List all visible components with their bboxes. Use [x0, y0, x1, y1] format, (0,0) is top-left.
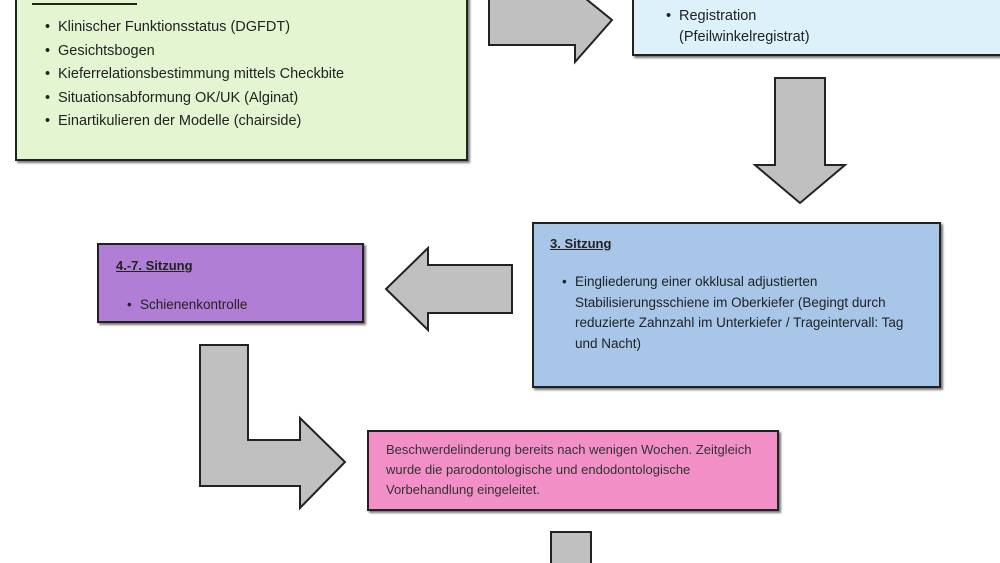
box-session-3: 3. Sitzung Eingliederung einer okklusal …	[532, 222, 941, 388]
arrow-l-shaped	[199, 344, 347, 511]
arrow-down-bottom	[550, 531, 592, 563]
box-session-2: Registration (Pfeilwinkelregistrat)	[632, 0, 1000, 56]
session-1-heading-fragment	[32, 0, 137, 5]
list-item: Schienenkontrolle	[127, 297, 247, 312]
outcome-text: Beschwerdelinderung bereits nach wenigen…	[386, 442, 752, 497]
box-session-1: Klinischer Funktionsstatus (DGFDT) Gesic…	[15, 0, 468, 161]
arrow-left	[384, 245, 513, 333]
list-item: Gesichtsbogen	[45, 40, 344, 64]
list-item: Kieferrelationsbestimmung mittels Checkb…	[45, 63, 344, 87]
session-4-7-list: Schienenkontrolle	[127, 297, 247, 312]
box-session-4-7: 4.-7. Sitzung Schienenkontrolle	[97, 243, 364, 323]
session-1-list: Klinischer Funktionsstatus (DGFDT) Gesic…	[45, 16, 344, 134]
list-item: Einartikulieren der Modelle (chairside)	[45, 110, 344, 134]
session-3-title: 3. Sitzung	[550, 236, 612, 251]
box-outcome: Beschwerdelinderung bereits nach wenigen…	[367, 430, 779, 511]
session-4-7-title: 4.-7. Sitzung	[116, 258, 193, 273]
list-item: Situationsabformung OK/UK (Alginat)	[45, 87, 344, 111]
arrow-right-top	[488, 0, 614, 65]
session-3-list: Eingliederung einer okklusal adjustierte…	[562, 272, 907, 354]
list-item: Klinischer Funktionsstatus (DGFDT)	[45, 16, 344, 40]
arrow-down	[752, 77, 848, 205]
list-item: Eingliederung einer okklusal adjustierte…	[562, 272, 907, 354]
list-item: Registration (Pfeilwinkelregistrat)	[666, 6, 866, 48]
session-2-list: Registration (Pfeilwinkelregistrat)	[666, 6, 866, 48]
